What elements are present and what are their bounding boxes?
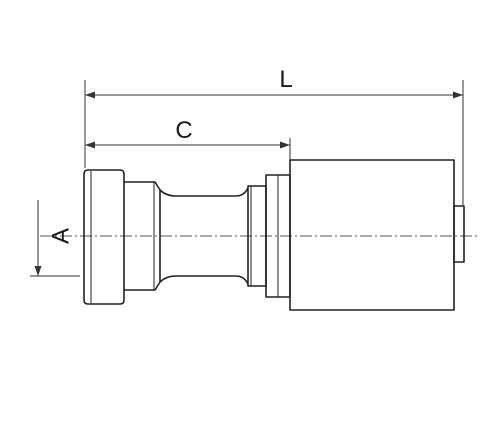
fitting-body bbox=[83, 159, 465, 311]
collar bbox=[124, 181, 161, 291]
dimension-l: L bbox=[84, 66, 464, 205]
ferrule bbox=[289, 159, 455, 311]
dimension-a: A bbox=[30, 200, 80, 277]
neck bbox=[159, 187, 249, 285]
hose-stub bbox=[453, 205, 465, 263]
dimension-l-label: L bbox=[279, 66, 292, 93]
flange bbox=[83, 169, 125, 305]
dimension-a-label: A bbox=[47, 228, 74, 244]
dimension-c-label: C bbox=[175, 117, 192, 144]
dimension-c: C bbox=[85, 117, 291, 160]
